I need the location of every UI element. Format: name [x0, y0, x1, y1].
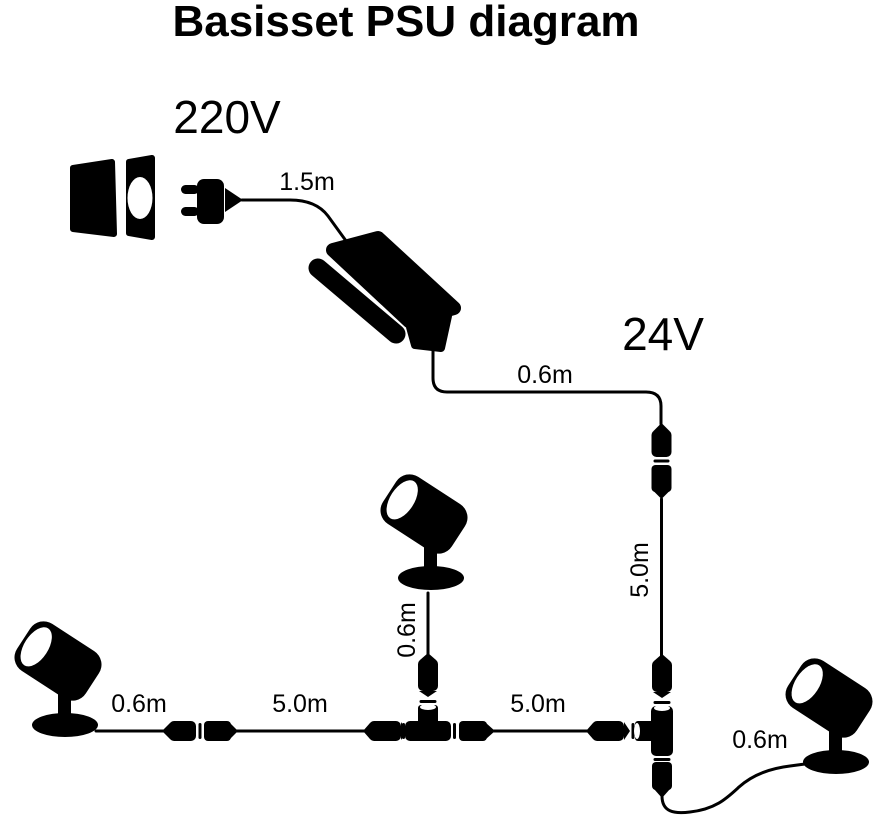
mains-voltage-label: 220V	[173, 91, 281, 143]
right-spot-cable-line	[660, 762, 807, 815]
diagram-title: Basisset PSU diagram	[172, 0, 639, 46]
power-plug-icon	[181, 179, 243, 224]
trunk-length-label: 5.0m	[626, 542, 654, 598]
middle-drop-length-label: 0.6m	[393, 602, 421, 658]
tee-connector-icon	[363, 653, 495, 741]
cable-connector-icon	[162, 721, 238, 741]
mains-cable-length-label: 1.5m	[279, 168, 335, 196]
right-spot-length-label: 0.6m	[732, 726, 788, 754]
mains-cable	[240, 198, 351, 247]
low-voltage-label: 24V	[622, 308, 704, 360]
tee-connector-icon	[586, 654, 673, 798]
psu-output-cable	[431, 349, 663, 426]
right-run-length-label: 5.0m	[510, 690, 566, 718]
psu-brick-icon	[308, 231, 461, 352]
psu-output-length-label: 0.6m	[517, 361, 573, 389]
left-spot-length-label: 0.6m	[111, 690, 167, 718]
spotlight-icon-left	[8, 615, 108, 737]
wall-socket-icon	[70, 155, 155, 240]
cable-connector-icon	[651, 423, 672, 499]
cables	[94, 198, 807, 815]
left-run-length-label: 5.0m	[272, 690, 328, 718]
spotlight-icon-right	[779, 652, 879, 774]
spotlight-icon-middle	[374, 468, 474, 590]
